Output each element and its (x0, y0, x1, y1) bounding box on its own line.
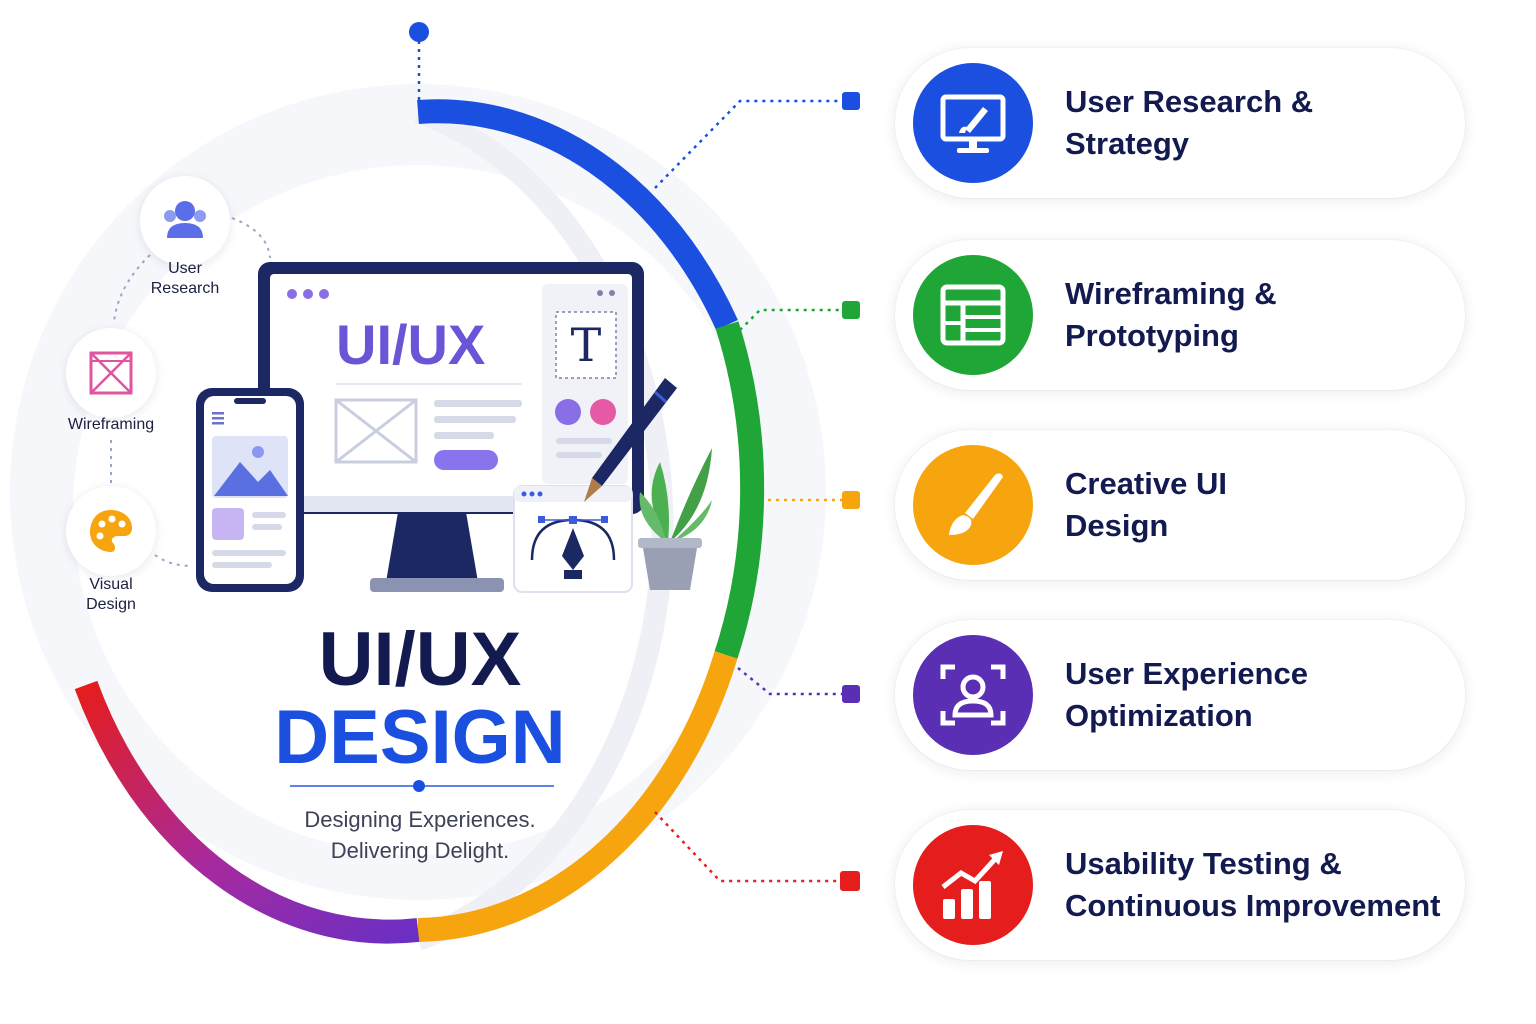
stage-label-line1: Usability Testing & (1065, 846, 1342, 881)
mini-label-wireframing: Wireframing (67, 416, 155, 433)
connector-5 (654, 811, 840, 883)
stage-label-line1: Wireframing & (1065, 276, 1277, 311)
stage-badge (913, 63, 1033, 183)
stage-badge (913, 445, 1033, 565)
growth-chart-icon (941, 851, 1003, 919)
tagline-line2: Delivering Delight. (330, 838, 510, 863)
plant-illustration (638, 448, 712, 590)
ring-segment-red-purple (74, 680, 420, 944)
stage-label-line2: Strategy (1065, 126, 1190, 161)
vector-tool-illustration (513, 485, 633, 593)
phone-illustration (196, 388, 304, 592)
stage-card-creative-ui: Creative UI Design (895, 430, 1465, 580)
stage-badge (913, 255, 1033, 375)
users-icon (164, 201, 206, 238)
stage-label-line2: Continuous Improvement (1065, 888, 1441, 923)
layout-grid-icon (940, 284, 1006, 346)
connector-2 (739, 308, 842, 331)
mini-step-user-research (140, 176, 230, 266)
top-pin-dot (409, 22, 429, 42)
stage-label-line2: Optimization (1065, 698, 1253, 733)
connector-1 (654, 99, 842, 189)
stylus-illustration (584, 378, 677, 502)
stage-label-line1: User Research & (1065, 84, 1314, 119)
tagline-line1: Designing Experiences. (304, 807, 536, 832)
mini-step-wireframing (66, 328, 156, 418)
ring-segment-blue (417, 99, 738, 330)
stage-badge (913, 635, 1033, 755)
mini-step-visual-design (66, 486, 156, 576)
stage-label-line2: Prototyping (1065, 318, 1239, 353)
stage-card-usability-testing: Usability Testing & Continuous Improvemen… (895, 810, 1465, 960)
stage-badge (913, 825, 1033, 945)
stage-label-line1: User Experience (1065, 656, 1308, 691)
hero-title-line1: UI/UX (318, 617, 522, 702)
monitor-illustration (258, 262, 644, 592)
ring-segment-orange (417, 651, 738, 942)
paintbrush-icon (949, 473, 1003, 535)
typography-glyph: T (570, 318, 602, 372)
stage-label-line1: Creative UI (1065, 466, 1227, 501)
ring-segment-green (714, 321, 765, 659)
connector-4 (737, 667, 842, 696)
hero-title-line2: DESIGN (274, 695, 566, 780)
monitor-brush-icon (940, 94, 1006, 153)
palette-icon (90, 510, 132, 552)
stage-card-user-research: User Research & Strategy (895, 48, 1465, 198)
stage-card-wireframing: Wireframing & Prototyping (895, 240, 1465, 390)
wireframe-icon (89, 351, 133, 395)
stage-label-line2: Design (1065, 508, 1169, 543)
user-focus-icon (940, 664, 1006, 726)
screen-heading: UI/UX (336, 313, 486, 376)
